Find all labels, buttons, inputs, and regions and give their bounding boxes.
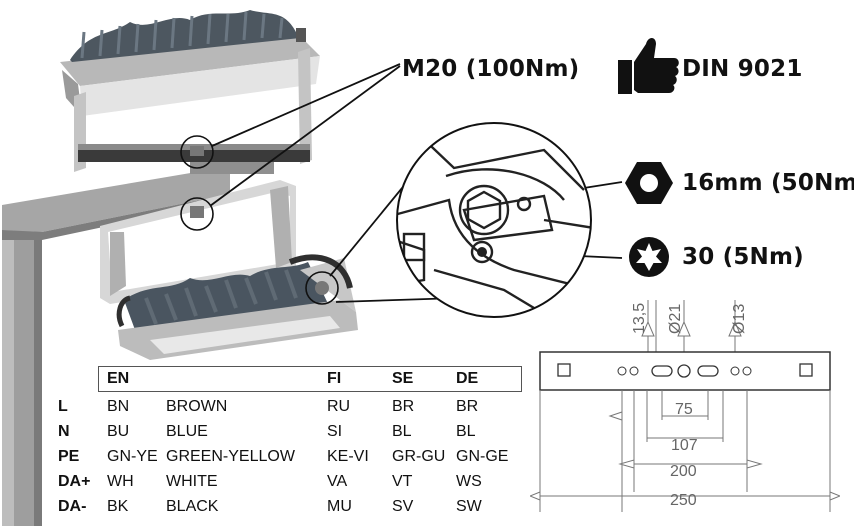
mounting-bracket-drawing: 13,5 Ø21 Ø13 75 107 200 250 bbox=[530, 300, 840, 512]
dim-d21: Ø21 bbox=[667, 304, 684, 334]
cell-fi: MU bbox=[327, 498, 352, 515]
torx-star-icon bbox=[629, 237, 669, 277]
cell-name: GREEN-YELLOW bbox=[166, 448, 295, 465]
dim-250: 250 bbox=[670, 492, 697, 509]
cell-se: VT bbox=[392, 473, 413, 490]
cell-de: WS bbox=[456, 473, 482, 490]
row-label: PE bbox=[58, 448, 80, 465]
cell-en: BU bbox=[107, 423, 130, 440]
magnified-bolt-detail bbox=[396, 122, 592, 318]
row-label: N bbox=[58, 423, 70, 440]
cell-se: BL bbox=[392, 423, 412, 440]
header-se: SE bbox=[392, 370, 414, 387]
cell-en: BK bbox=[107, 498, 129, 515]
cell-en: GN-YE bbox=[107, 448, 158, 465]
dim-13-5: 13,5 bbox=[631, 303, 648, 334]
cell-en: BN bbox=[107, 398, 130, 415]
cell-de: BL bbox=[456, 423, 476, 440]
cell-se: SV bbox=[392, 498, 414, 515]
lower-luminaire bbox=[100, 180, 358, 360]
cell-name: WHITE bbox=[166, 473, 218, 490]
header-fi: FI bbox=[327, 370, 342, 387]
table-header-box bbox=[98, 366, 522, 392]
standard-label: DIN 9021 bbox=[682, 56, 803, 82]
cell-se: BR bbox=[392, 398, 415, 415]
cell-de: BR bbox=[456, 398, 479, 415]
cell-name: BROWN bbox=[166, 398, 228, 415]
dim-107: 107 bbox=[671, 437, 698, 454]
cell-fi: SI bbox=[327, 423, 343, 440]
dim-200: 200 bbox=[670, 463, 697, 480]
cell-name: BLUE bbox=[166, 423, 208, 440]
row-label: L bbox=[58, 398, 68, 415]
hexagon-icon bbox=[625, 162, 673, 204]
luminaire-illustration bbox=[2, 10, 358, 526]
row-label: DA+ bbox=[58, 473, 91, 490]
dim-75: 75 bbox=[675, 401, 693, 418]
cell-name: BLACK bbox=[166, 498, 219, 515]
cell-de: GN-GE bbox=[456, 448, 509, 465]
cell-en: WH bbox=[107, 473, 134, 490]
pole bbox=[2, 222, 42, 526]
hex-bolt-torque-label: 16mm (50Nm bbox=[682, 170, 854, 196]
main-bolt-torque-label: M20 (100Nm) bbox=[402, 56, 580, 82]
cell-fi: RU bbox=[327, 398, 351, 415]
dim-d13: Ø13 bbox=[731, 304, 748, 334]
thumbs-up-icon bbox=[618, 38, 679, 94]
bolt-callout-circles bbox=[180, 135, 339, 305]
cell-se: GR-GU bbox=[392, 448, 446, 465]
header-en: EN bbox=[107, 370, 130, 387]
cell-fi: KE-VI bbox=[327, 448, 369, 465]
row-label: DA- bbox=[58, 498, 87, 515]
torx-screw-torque-label: 30 (5Nm) bbox=[682, 244, 804, 270]
cell-fi: VA bbox=[327, 473, 348, 490]
header-de: DE bbox=[456, 370, 479, 387]
cell-de: SW bbox=[456, 498, 482, 515]
